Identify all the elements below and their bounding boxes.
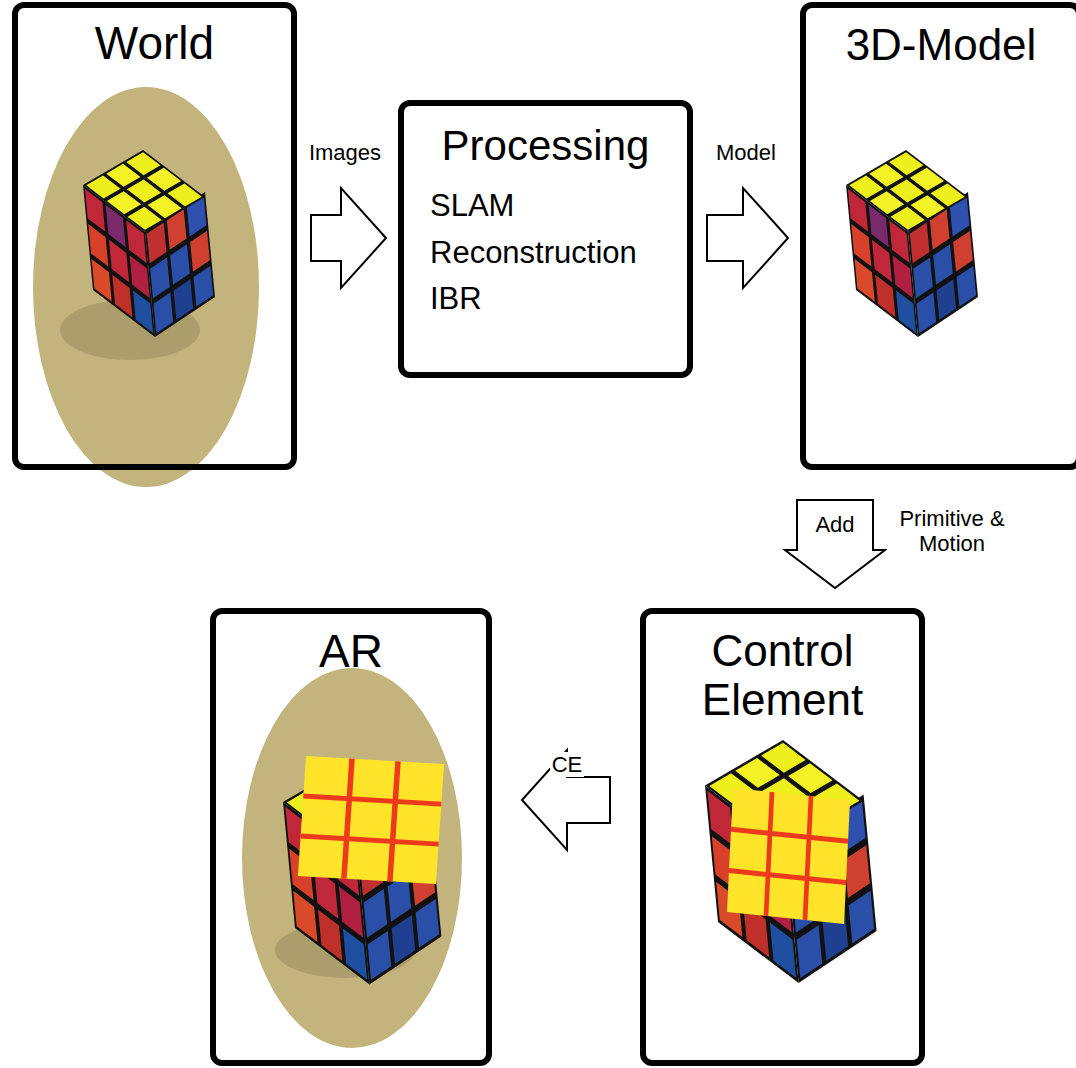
block-arrow bbox=[785, 500, 885, 588]
box-title: 3D-Model bbox=[846, 20, 1037, 69]
arrow-caption: Add bbox=[813, 512, 856, 537]
block-arrow bbox=[311, 188, 386, 288]
box-title: AR bbox=[319, 626, 383, 678]
box-title: Processing bbox=[442, 122, 650, 169]
edge-label: Model bbox=[714, 140, 778, 165]
label-box: Add bbox=[800, 512, 870, 537]
edge-label-box: Images bbox=[295, 140, 395, 165]
control-cube bbox=[705, 740, 877, 983]
stage-box: Control Element bbox=[640, 608, 925, 1066]
box-title: Control Element bbox=[654, 626, 911, 725]
stage-box: AR bbox=[210, 608, 492, 1066]
edge-label-box: Primitive & Motion bbox=[887, 506, 1017, 557]
block-arrow bbox=[707, 188, 788, 288]
world-photo bbox=[33, 87, 259, 487]
box-title: World bbox=[95, 18, 214, 70]
model-cube bbox=[846, 150, 978, 337]
method-item: Reconstruction bbox=[412, 230, 679, 277]
edge-label: Images bbox=[307, 140, 383, 165]
ar-photo bbox=[242, 668, 462, 1048]
process-box: ProcessingSLAMReconstructionIBR bbox=[398, 100, 693, 378]
block-arrow bbox=[522, 750, 610, 850]
stage-box: World bbox=[12, 2, 297, 470]
stage-box: 3D-Model bbox=[800, 2, 1076, 470]
edge-label-box: Model bbox=[696, 140, 796, 165]
edge-label-box: CE bbox=[537, 752, 597, 777]
edge-label: Primitive & Motion bbox=[887, 506, 1017, 557]
method-item: SLAM bbox=[412, 183, 679, 230]
edge-label: CE bbox=[550, 752, 585, 777]
method-item: IBR bbox=[412, 276, 679, 323]
